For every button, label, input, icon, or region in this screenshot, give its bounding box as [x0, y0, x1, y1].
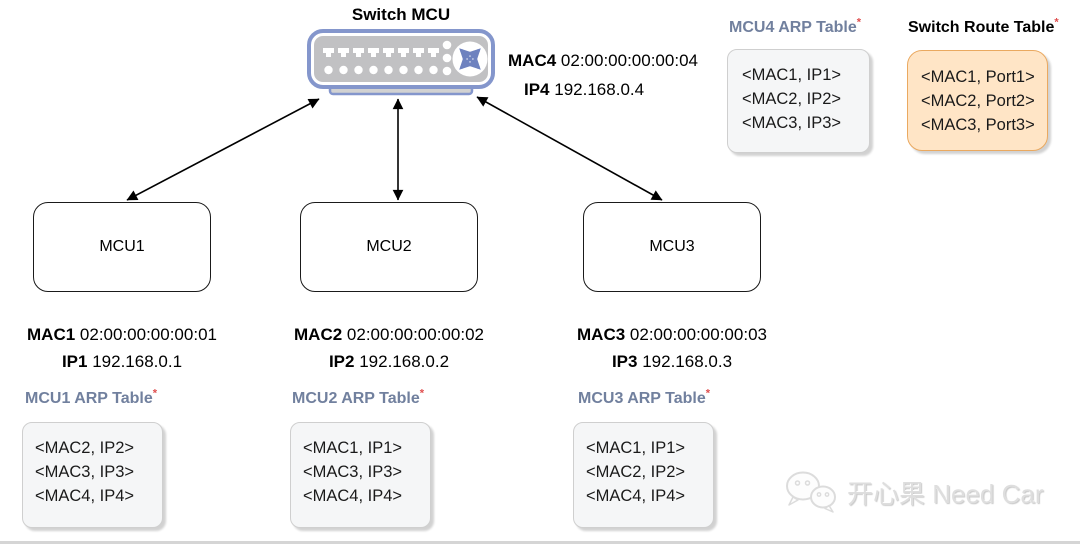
switch-address: MAC4 02:00:00:00:00:04 IP4 192.168.0.4 [508, 46, 698, 104]
arp-entry: <MAC4, IP4> [35, 487, 135, 505]
footnote-asterisk: * [419, 387, 425, 400]
mcu3-ip-line: IP3 192.168.0.3 [611, 352, 733, 371]
arp-entry: <MAC3, IP3> [742, 114, 842, 132]
mcu4-arp-table-box: <MAC1, IP1> <MAC2, IP2> <MAC3, IP3> [727, 49, 870, 153]
mcu1-ip-line: IP1 192.168.0.1 [61, 352, 183, 371]
mcu3-arp-table-box: <MAC1, IP1> <MAC2, IP2> <MAC4, IP4> [573, 422, 714, 528]
route-entry: <MAC1, Port1> [921, 68, 1035, 86]
arp-entry: <MAC4, IP4> [586, 487, 686, 505]
arp-entry: <MAC1, IP1> [742, 66, 842, 84]
mcu1-arp-table-title: MCU1 ARP Table* [25, 387, 158, 407]
arp-entry: <MAC4, IP4> [303, 487, 403, 505]
arp-entry: <MAC2, IP2> [742, 90, 842, 108]
switch-route-table-title: Switch Route Table* [908, 16, 1059, 36]
arp-entry: <MAC2, IP2> [35, 439, 135, 457]
mcu3-arp-table-title: MCU3 ARP Table* [578, 387, 711, 407]
mcu4-arp-table-title: MCU4 ARP Table* [729, 16, 862, 36]
switch-route-table-box: <MAC1, Port1> <MAC2, Port2> <MAC3, Port3… [907, 50, 1048, 151]
mcu1-arp-table-box: <MAC2, IP2> <MAC3, IP3> <MAC4, IP4> [22, 422, 163, 528]
mcu2-ip-line: IP2 192.168.0.2 [328, 352, 450, 371]
footnote-asterisk: * [1054, 16, 1059, 29]
mcu1-node: MCU1 [33, 202, 211, 292]
switch-ip-line: IP4 192.168.0.4 [524, 80, 645, 99]
arp-entry: <MAC3, IP3> [35, 463, 135, 481]
wechat-icon [786, 471, 836, 513]
watermark-text: 开心果 Need Car [847, 478, 1044, 509]
arp-entry: <MAC1, IP1> [303, 439, 403, 457]
switch-mac-line: MAC4 02:00:00:00:00:04 [508, 51, 698, 70]
bottom-divider [0, 541, 1080, 544]
footnote-asterisk: * [856, 16, 862, 29]
mcu1-address: MAC1 02:00:00:00:00:01 IP1 192.168.0.1 [0, 321, 252, 375]
arp-entry: <MAC3, IP3> [303, 463, 403, 481]
mcu2-node: MCU2 [300, 202, 478, 292]
mcu1-mac-line: MAC1 02:00:00:00:00:01 [27, 325, 217, 344]
switch-title: Switch MCU [351, 5, 451, 24]
footnote-asterisk: * [705, 387, 711, 400]
watermark: 开心果 Need Car [781, 468, 1044, 516]
network-switch-icon [307, 29, 495, 96]
mcu3-node: MCU3 [583, 202, 761, 292]
mcu2-address: MAC2 02:00:00:00:00:02 IP2 192.168.0.2 [259, 321, 519, 375]
arrow-switch-mcu3 [476, 96, 663, 201]
route-entry: <MAC2, Port2> [921, 92, 1035, 110]
mcu2-arp-table-title: MCU2 ARP Table* [292, 387, 425, 407]
mcu3-mac-line: MAC3 02:00:00:00:00:03 [577, 325, 767, 344]
mcu2-arp-table-box: <MAC1, IP1> <MAC3, IP3> <MAC4, IP4> [290, 422, 431, 528]
mcu3-address: MAC3 02:00:00:00:00:03 IP3 192.168.0.3 [542, 321, 802, 375]
arp-entry: <MAC2, IP2> [586, 463, 686, 481]
arp-entry: <MAC1, IP1> [586, 439, 686, 457]
route-entry: <MAC3, Port3> [921, 116, 1035, 134]
arrow-switch-mcu1 [126, 98, 320, 201]
mcu2-mac-line: MAC2 02:00:00:00:00:02 [294, 325, 484, 344]
footnote-asterisk: * [152, 387, 158, 400]
